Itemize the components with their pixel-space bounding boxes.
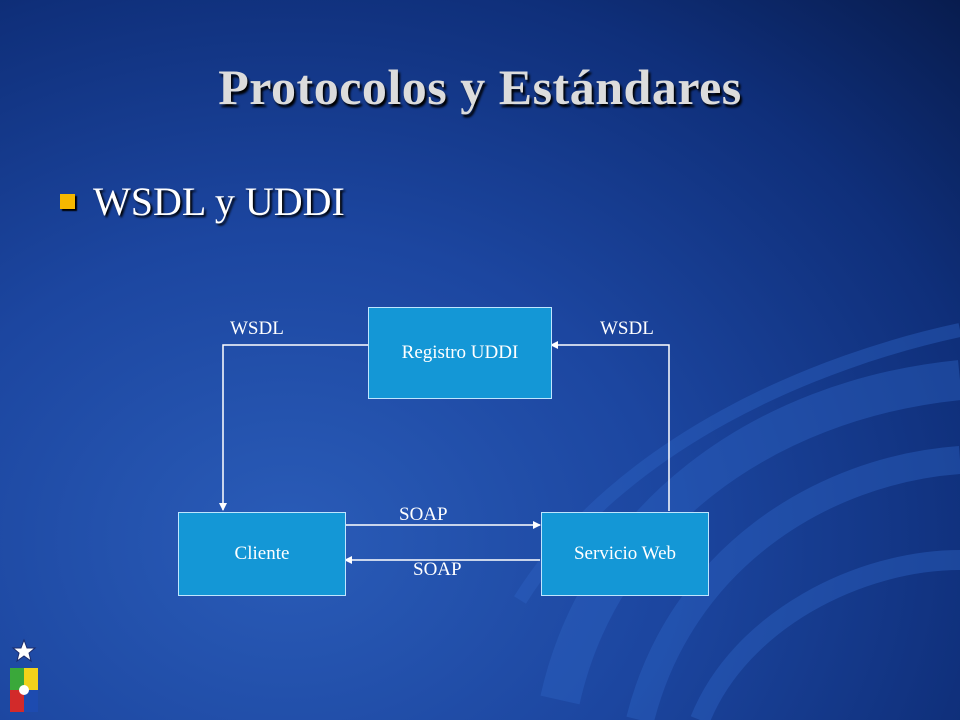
bullet-item: WSDL y UDDI: [60, 178, 345, 225]
slide-title: Protocolos y Estándares: [218, 59, 742, 115]
wsdl-service-to-registry-connector: [550, 341, 670, 511]
bullet-square-icon: [60, 194, 75, 209]
label-wsdl-left: WSDL: [230, 318, 284, 339]
label-soap-response: SOAP: [413, 559, 462, 580]
bullet-text: WSDL y UDDI: [93, 179, 345, 224]
university-logo-icon: [10, 638, 38, 712]
wsdl-registry-to-client-connector: [219, 344, 368, 511]
node-servicio-web: Servicio Web: [541, 512, 709, 596]
label-wsdl-right: WSDL: [600, 318, 654, 339]
node-cliente: Cliente: [178, 512, 346, 596]
label-soap-request: SOAP: [399, 504, 448, 525]
node-registro-uddi: Registro UDDI: [368, 307, 552, 399]
